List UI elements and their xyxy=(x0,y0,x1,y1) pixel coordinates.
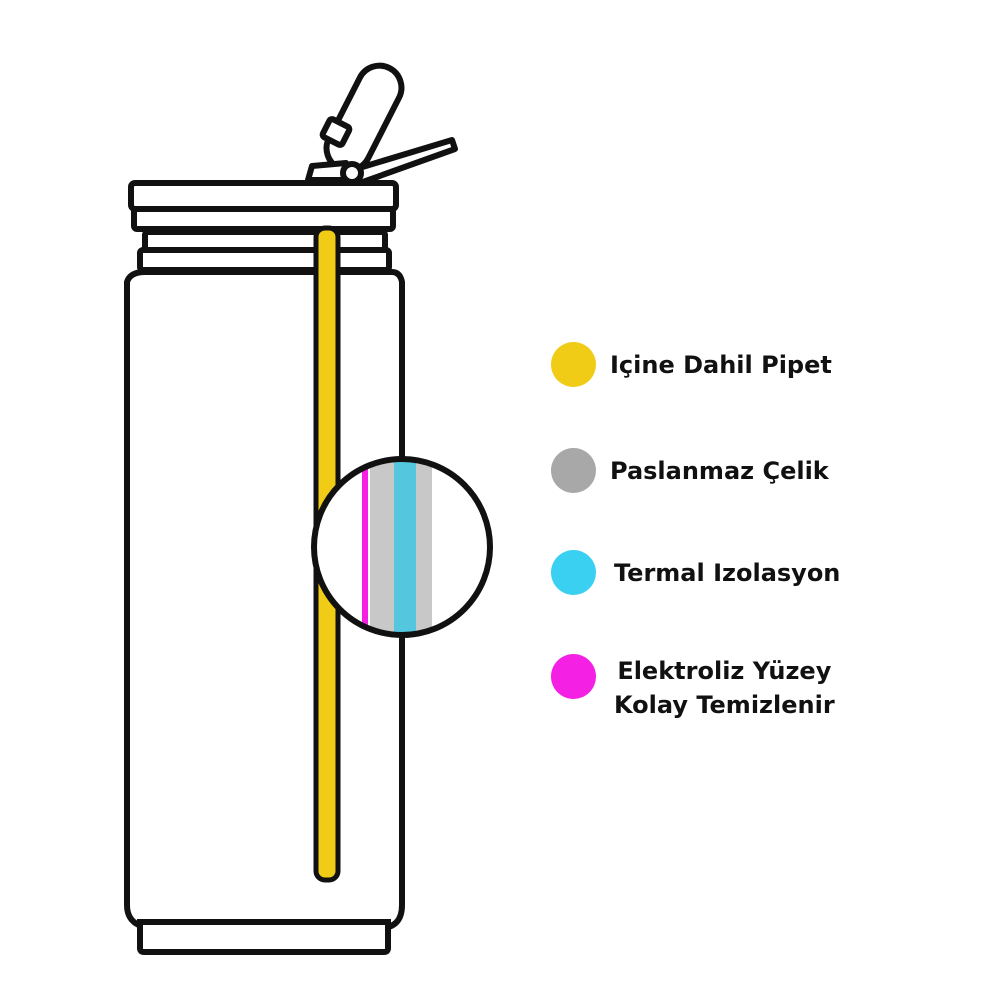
legend-label-insulation: Termal Izolasyon xyxy=(614,558,841,587)
legend-dot-yellow xyxy=(551,342,596,387)
bottle-lid xyxy=(128,180,399,212)
legend-item-straw: Içine Dahil Pipet xyxy=(551,342,832,387)
wall-cross-section-magnifier xyxy=(311,456,493,638)
legend-label-straw: Içine Dahil Pipet xyxy=(610,350,832,379)
legend-label-steel: Paslanmaz Çelik xyxy=(610,456,829,485)
legend-item-surface: Elektroliz Yüzey Kolay Temizlenir xyxy=(551,654,835,722)
outer-steel-layer xyxy=(416,459,432,635)
legend-label-surface-line1: Elektroliz Yüzey xyxy=(617,657,832,685)
legend-label-surface-line2: Kolay Temizlenir xyxy=(614,691,835,719)
legend-item-steel: Paslanmaz Çelik xyxy=(551,448,829,493)
legend-dot-gray xyxy=(551,448,596,493)
neck-ring-upper xyxy=(142,229,388,253)
legend-label-surface: Elektroliz Yüzey Kolay Temizlenir xyxy=(614,654,835,722)
bottle-base xyxy=(137,919,391,955)
legend-dot-magenta xyxy=(551,654,596,699)
lid-skirt xyxy=(131,206,396,232)
inner-steel-layer xyxy=(370,459,394,635)
straw-spout xyxy=(305,62,405,183)
insulation-layer xyxy=(394,459,416,635)
legend-item-insulation: Termal Izolasyon xyxy=(551,550,840,595)
surface-layer xyxy=(362,459,368,635)
legend-dot-cyan xyxy=(551,550,596,595)
